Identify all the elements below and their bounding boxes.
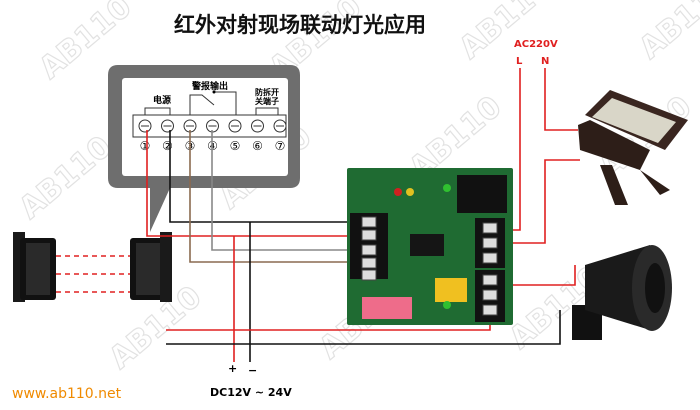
neutral-label: N [541, 56, 549, 67]
ir-beam-sensor-left [13, 232, 56, 302]
diagram-title: 红外对射现场联动灯光应用 [174, 13, 426, 37]
terminal-number: ⑤ [230, 139, 241, 153]
website-link[interactable]: www.ab110.net [12, 386, 122, 402]
terminal-screw [482, 252, 498, 264]
terminal-screw [482, 304, 498, 316]
live-label: L [516, 56, 523, 67]
terminal-screw [482, 274, 498, 286]
terminal-number: ② [162, 139, 173, 153]
watermark-text: AB110 [633, 0, 700, 66]
ir-beam-sensor-right [130, 232, 172, 302]
ir-beams [56, 255, 130, 293]
terminal-screw [482, 237, 498, 249]
linkage-module-board [347, 168, 513, 325]
terminal-screw [361, 269, 377, 281]
alarm-output-label: 警报输出 [192, 80, 228, 92]
tamper-label-2: 关端子 [255, 96, 279, 106]
tamper-label-1: 防拆开 [255, 87, 279, 97]
dc-plus-label: + [228, 362, 237, 375]
power-label: 电源 [153, 94, 171, 106]
terminal-screw [361, 216, 377, 228]
terminal-number: ⑥ [252, 139, 263, 153]
floodlight [578, 90, 688, 205]
terminal-number: ⑦ [275, 139, 286, 153]
terminal-screw [361, 244, 377, 256]
siren [572, 245, 672, 340]
ac220v-label: AC220V [514, 39, 558, 50]
watermark-text: AB110 [13, 129, 119, 226]
dc-minus-label: − [248, 364, 257, 377]
terminal-screw [482, 222, 498, 234]
terminal-screw [482, 289, 498, 301]
terminal-screw [361, 229, 377, 241]
terminal-number: ① [140, 139, 151, 153]
dc-supply-label: DC12V ~ 24V [210, 386, 292, 399]
terminal-screw [361, 257, 377, 269]
